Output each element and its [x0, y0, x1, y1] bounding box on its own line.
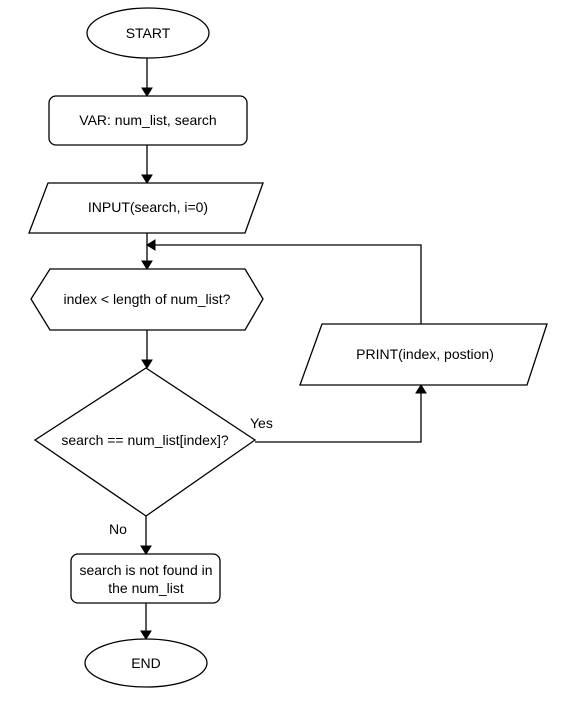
- start-node: START: [86, 7, 210, 59]
- loop-condition-node: index < length of num_list?: [30, 268, 264, 331]
- input-label: INPUT(search, i=0): [88, 199, 208, 215]
- end-node: END: [84, 638, 208, 688]
- not-found-label-line1: search is not found in: [79, 562, 212, 578]
- edge-print-loop-back: [154, 244, 422, 324]
- arrowhead: [141, 260, 153, 270]
- not-found-node: search is not found in the num_list: [70, 553, 221, 604]
- arrowhead: [141, 174, 153, 184]
- arrowhead: [140, 545, 152, 555]
- print-label: PRINT(index, postion): [356, 346, 494, 362]
- arrowhead: [146, 239, 156, 251]
- declare-node: VAR: num_list, search: [48, 95, 248, 146]
- input-node: INPUT(search, i=0): [28, 182, 264, 234]
- edge-yes-to-print: [255, 392, 422, 443]
- no-label: No: [109, 521, 127, 537]
- yes-label: Yes: [250, 415, 273, 431]
- arrowhead: [140, 630, 152, 640]
- compare-condition-label: search == num_list[index]?: [61, 432, 229, 448]
- start-label: START: [126, 25, 171, 41]
- print-node: PRINT(index, postion): [299, 323, 548, 386]
- declare-label: VAR: num_list, search: [79, 112, 216, 128]
- not-found-label-line2: the num_list: [108, 580, 184, 596]
- compare-condition-node: search == num_list[index]?: [33, 367, 257, 517]
- arrowhead: [141, 87, 153, 97]
- arrowhead: [415, 384, 427, 394]
- loop-condition-label: index < length of num_list?: [64, 291, 231, 307]
- end-label: END: [131, 655, 161, 671]
- arrowhead: [141, 359, 153, 369]
